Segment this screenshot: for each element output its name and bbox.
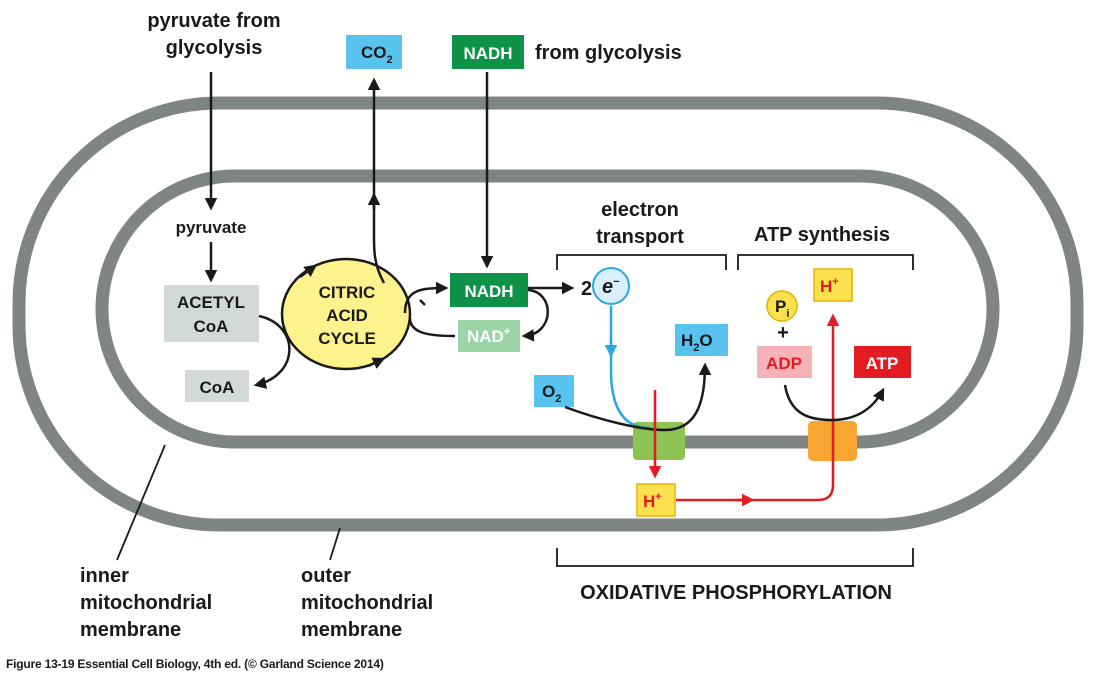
electron-path [609,306,651,430]
h-plus-top-box [813,268,853,302]
arrow-nad-to-cycle-head [419,299,426,306]
arrow-nadh-to-nad [521,288,549,342]
acetyl-label: ACETYL [177,293,245,312]
outer-label-1: outer [301,565,351,587]
adp-label: ADP [766,354,802,373]
h-plus-top-label: H+ [820,276,839,296]
electron-transport-bracket [556,254,727,270]
arrow-cycle-to-nadh [403,281,449,314]
electron-circle [592,267,630,305]
nadh-mid-label: NADH [464,282,513,301]
inner-membrane [95,169,1000,449]
coa-box [185,370,249,402]
coa-label: CoA [200,378,235,397]
two-label: 2 [581,278,592,300]
arrow-o2-to-h2o [564,362,712,432]
arrow-co2-out [367,77,386,284]
nad-box [458,320,520,352]
transport-label: transport [596,226,684,248]
atp-synthesis-label: ATP synthesis [754,224,890,246]
pyruvate-from-label: pyruvate from [147,10,280,32]
arrow-acetyl-to-coa [253,314,291,389]
adp-box [757,346,812,378]
oxphos-label: OXIDATIVE PHOSPHORYLATION [580,582,892,604]
inner-label-1: inner [80,565,129,587]
outer-label-2: mitochondrial [301,592,433,614]
citric-acid-cycle [280,257,412,371]
cycle-arrow-bottom-right [367,357,386,369]
plus-label: + [777,322,789,344]
co2-label: CO2 [361,43,393,66]
nadh-top-label: NADH [463,44,512,63]
nad-label: NAD+ [467,326,510,346]
h-plus-bottom-label: H+ [643,491,662,511]
h2o-box [675,324,728,356]
nadh-mid-box [450,273,528,307]
pyruvate-label: pyruvate [176,218,247,237]
electron-label: electron [601,199,679,221]
atp-synthesis-bracket [737,254,914,270]
inner-membrane-pointer [116,444,166,561]
inner-label-2: mitochondrial [80,592,212,614]
acetyl-coa-label: CoA [194,317,229,336]
cycle-label: CYCLE [318,329,376,348]
inner-label-3: membrane [80,619,181,641]
atp-box [854,346,911,378]
h-plus-bottom-box [636,483,676,517]
figure-caption: Figure 13-19 Essential Cell Biology, 4th… [6,657,384,671]
outer-membrane-pointer [329,527,341,561]
h2o-label: H2O [681,331,713,354]
electron-transport-complex [633,422,685,460]
acid-label: ACID [326,306,368,325]
glycolysis-label: glycolysis [166,37,263,59]
electron-symbol: e− [602,276,620,298]
acetyl-coa-box [164,285,259,342]
cycle-arrow-top-left [299,264,318,279]
from-glycolysis-label: from glycolysis [535,42,682,64]
arrow-nad-to-cycle [408,317,456,338]
pi-circle [766,290,798,322]
co2-box [346,35,402,69]
arrow-adp-to-atp [783,384,885,422]
oxphos-bracket [556,548,914,567]
citric-label: CITRIC [319,283,376,302]
o2-label: O2 [542,382,561,405]
outer-label-3: membrane [301,619,402,641]
atp-label: ATP [866,354,899,373]
o2-box [534,375,574,407]
nadh-top-box [452,35,524,69]
outer-membrane [12,96,1084,532]
proton-return-path [676,313,840,502]
pi-label: Pi [775,297,789,320]
